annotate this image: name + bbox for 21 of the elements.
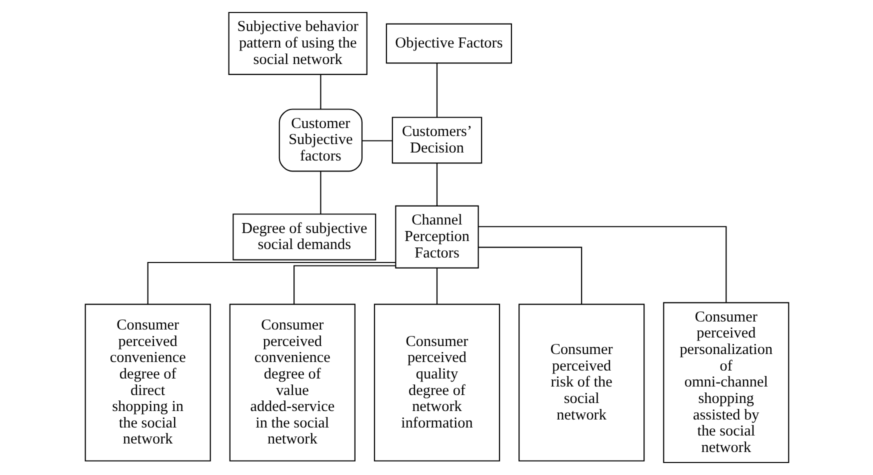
node-box: Customers’ Decision	[391, 116, 482, 164]
node-box: Channel Perception Factors	[394, 205, 478, 268]
connector	[146, 262, 396, 304]
node-box: Consumer perceived risk of the social network	[518, 304, 644, 462]
node-box: Subjective behavior pattern of using the social network	[228, 12, 367, 75]
node-box: Customer Subjective factors	[278, 108, 362, 172]
node-box: Degree of subjective social demands	[232, 214, 376, 260]
connector	[362, 140, 392, 142]
connector	[320, 74, 321, 110]
connector	[293, 265, 396, 304]
node-box: Consumer perceived convenience degree of value added-service in the social network	[228, 304, 355, 462]
connector	[436, 163, 438, 206]
connector	[478, 246, 582, 304]
connector	[436, 268, 438, 304]
node-box: Consumer perceived convenience degree of direct shopping in the social network	[84, 304, 210, 462]
node-box: Consumer perceived personalization of omni-channel shopping assisted by the social network	[662, 302, 789, 464]
node-box: Consumer perceived quality degree of network information	[373, 304, 500, 462]
connector	[320, 171, 321, 214]
node-box: Objective Factors	[385, 23, 512, 64]
connector	[436, 63, 438, 118]
connector	[478, 226, 726, 302]
